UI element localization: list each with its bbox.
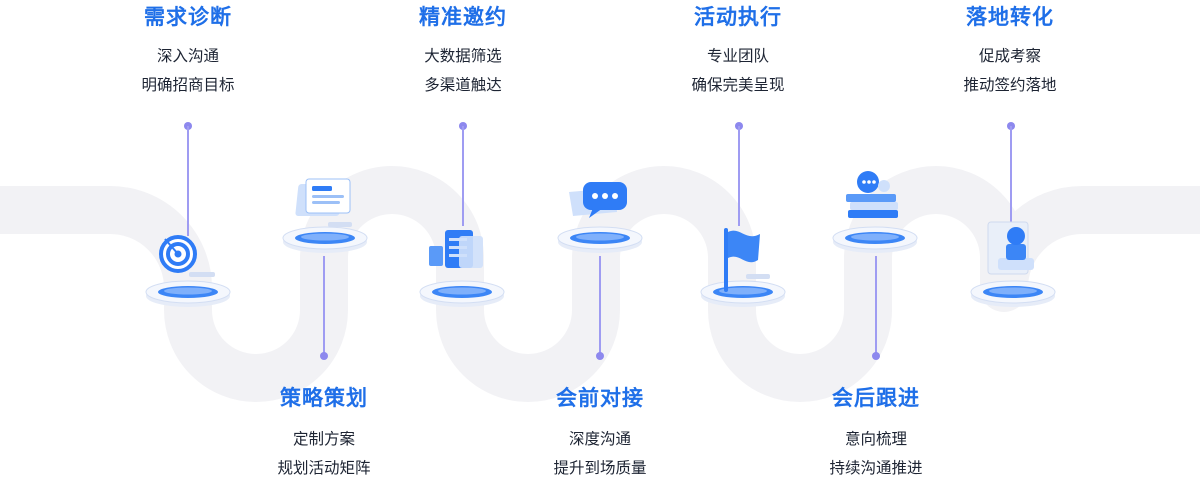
connector-line — [1010, 126, 1012, 226]
step-desc-line: 确保完美呈现 — [691, 76, 785, 94]
step-desc-line: 持续沟通推进 — [829, 459, 923, 477]
step-title: 落地转化 — [966, 5, 1054, 29]
connector-dot — [320, 352, 328, 360]
connector-line — [875, 256, 877, 356]
stamp-icon — [970, 221, 1056, 307]
chat-bubble-icon — [557, 182, 643, 253]
step-desc-line: 明确招商目标 — [141, 76, 235, 94]
step-desc-line: 深度沟通 — [568, 430, 631, 448]
step-title: 需求诊断 — [144, 5, 232, 29]
connector-line — [323, 256, 325, 356]
step-desc-line: 促成考察 — [978, 47, 1041, 65]
connector-line — [599, 256, 601, 356]
step-5: 活动执行 专业团队 确保完美呈现 — [638, 2, 838, 100]
step-desc-line: 深入沟通 — [156, 47, 219, 65]
step-7: 落地转化 促成考察 推动签约落地 — [910, 2, 1110, 100]
step-desc-line: 意向梳理 — [844, 430, 907, 448]
document-icon — [282, 178, 368, 253]
step-3: 精准邀约 大数据筛选 多渠道触达 — [363, 2, 563, 100]
step-4: 会前对接 深度沟通 提升到场质量 — [500, 383, 700, 483]
step-title: 策略策划 — [280, 386, 368, 410]
step-1: 需求诊断 深入沟通 明确招商目标 — [88, 2, 288, 100]
step-desc-line: 大数据筛选 — [424, 47, 502, 65]
step-6: 会后跟进 意向梳理 持续沟通推进 — [776, 383, 976, 483]
connector-dot — [596, 352, 604, 360]
step-title: 精准邀约 — [419, 5, 507, 29]
step-desc-line: 规划活动矩阵 — [277, 459, 371, 477]
step-2: 策略策划 定制方案 规划活动矩阵 — [224, 383, 424, 483]
flag-icon — [700, 228, 786, 307]
books-chat-icon — [832, 171, 918, 253]
connector-line — [187, 126, 189, 236]
step-desc-line: 多渠道触达 — [424, 76, 502, 94]
connector-dot — [872, 352, 880, 360]
step-desc-line: 专业团队 — [706, 47, 769, 65]
step-title: 活动执行 — [694, 5, 782, 29]
step-desc-line: 推动签约落地 — [963, 76, 1057, 94]
step-desc-line: 提升到场质量 — [553, 459, 647, 477]
target-icon — [145, 235, 231, 307]
step-title: 会后跟进 — [832, 386, 920, 410]
data-cards-icon — [419, 230, 505, 307]
connector-line — [462, 126, 464, 226]
step-title: 会前对接 — [556, 386, 644, 410]
connector-line — [738, 126, 740, 226]
step-desc-line: 定制方案 — [292, 430, 355, 448]
